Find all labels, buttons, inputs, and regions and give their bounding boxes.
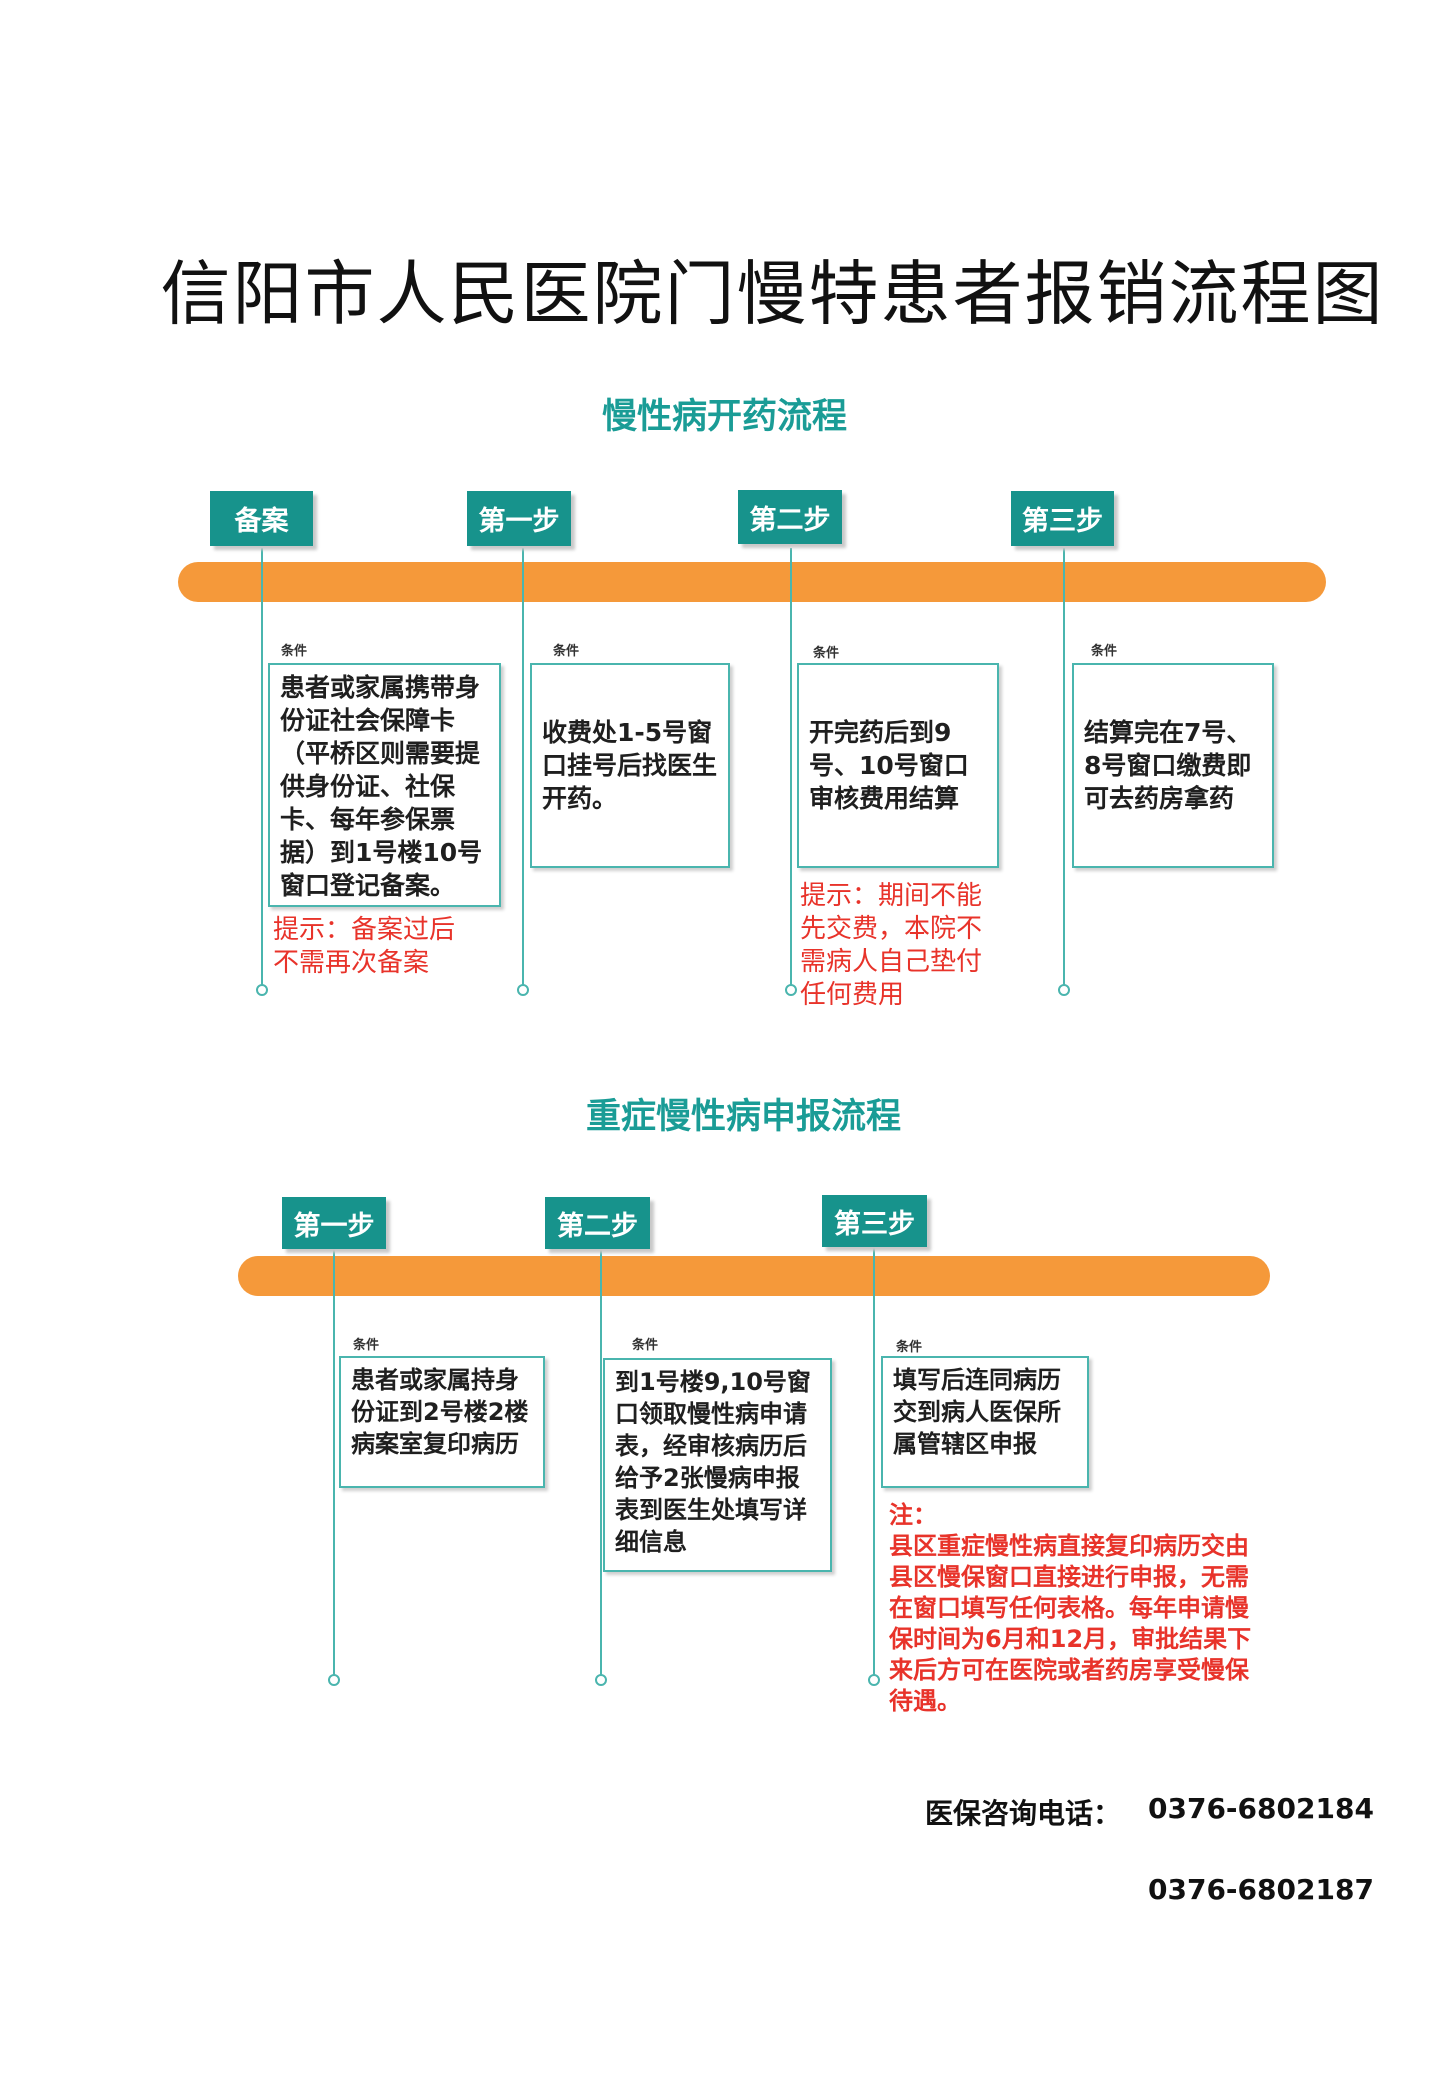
section2-end-dot-1: [328, 1674, 340, 1686]
contact-label: 医保咨询电话：: [925, 1797, 1122, 1830]
section1-end-dot-3: [785, 984, 797, 996]
contact-phone-2: 0376-6802187: [1148, 1873, 1374, 1906]
section1-line-2: [522, 548, 524, 988]
page-title: 信阳市人民医院门慢特患者报销流程图: [160, 253, 1385, 335]
section2-condition-label-3: 条件: [896, 1340, 923, 1355]
section2-note-title: 注：: [889, 1501, 937, 1529]
section2-step-badge-1: 第一步: [282, 1197, 386, 1249]
section1-condition-label-3: 条件: [813, 646, 840, 661]
section2-title: 重症慢性病申报流程: [586, 1097, 902, 1137]
section1-step-badge-2: 第一步: [467, 491, 571, 546]
section2-line-1: [333, 1243, 335, 1676]
section1-step-badge-1: 备案: [210, 491, 313, 546]
section2-timeline-bar: [238, 1256, 1270, 1296]
section2-note: 县区重症慢性病直接复印病历交由县区慢保窗口直接进行申报，无需在窗口填写任何表格。…: [889, 1532, 1252, 1715]
section2-line-3: [873, 1243, 875, 1676]
section1-line-1: [261, 548, 263, 988]
section2-step-badge-3: 第三步: [822, 1195, 927, 1247]
section1-condition-label-4: 条件: [1091, 644, 1118, 659]
section2-condition-label-2: 条件: [632, 1338, 659, 1353]
section1-step-box-1: 患者或家属携带身份证社会保障卡（平桥区则需要提供身份证、社保卡、每年参保票据）到…: [268, 663, 501, 907]
section1-end-dot-4: [1058, 984, 1070, 996]
section1-condition-label-1: 条件: [281, 644, 308, 659]
section1-line-3: [790, 548, 792, 988]
section2-end-dot-2: [595, 1674, 607, 1686]
section1-step-box-2: 收费处1-5号窗口挂号后找医生开药。: [530, 663, 730, 868]
section1-title: 慢性病开药流程: [602, 397, 848, 437]
section1-timeline-bar: [178, 562, 1326, 602]
section1-step-badge-4: 第三步: [1011, 491, 1114, 546]
contact-phone-1: 0376-6802184: [1148, 1792, 1374, 1825]
section2-step-box-3: 填写后连同病历交到病人医保所属管辖区申报: [881, 1356, 1089, 1488]
section1-step-box-4: 结算完在7号、8号窗口缴费即可去药房拿药: [1072, 663, 1274, 868]
section1-line-4: [1063, 548, 1065, 988]
section1-condition-label-2: 条件: [553, 644, 580, 659]
section2-condition-label-1: 条件: [353, 1338, 380, 1353]
section2-step-badge-2: 第二步: [545, 1197, 650, 1249]
section2-line-2: [600, 1243, 602, 1676]
section2-end-dot-3: [868, 1674, 880, 1686]
section1-step-box-3: 开完药后到9号、10号窗口审核费用结算: [797, 663, 999, 868]
section2-step-box-2: 到1号楼9,10号窗口领取慢性病申请表，经审核病历后给予2张慢病申报表到医生处填…: [603, 1358, 832, 1572]
section2-step-box-1: 患者或家属持身份证到2号楼2楼病案室复印病历: [339, 1356, 545, 1488]
section1-step-badge-3: 第二步: [738, 490, 842, 544]
section1-end-dot-2: [517, 984, 529, 996]
section1-end-dot-1: [256, 984, 268, 996]
section1-note-3: 提示：期间不能先交费，本院不需病人自己垫付任何费用: [800, 881, 983, 1010]
section1-note-1: 提示：备案过后不需再次备案: [273, 915, 456, 978]
